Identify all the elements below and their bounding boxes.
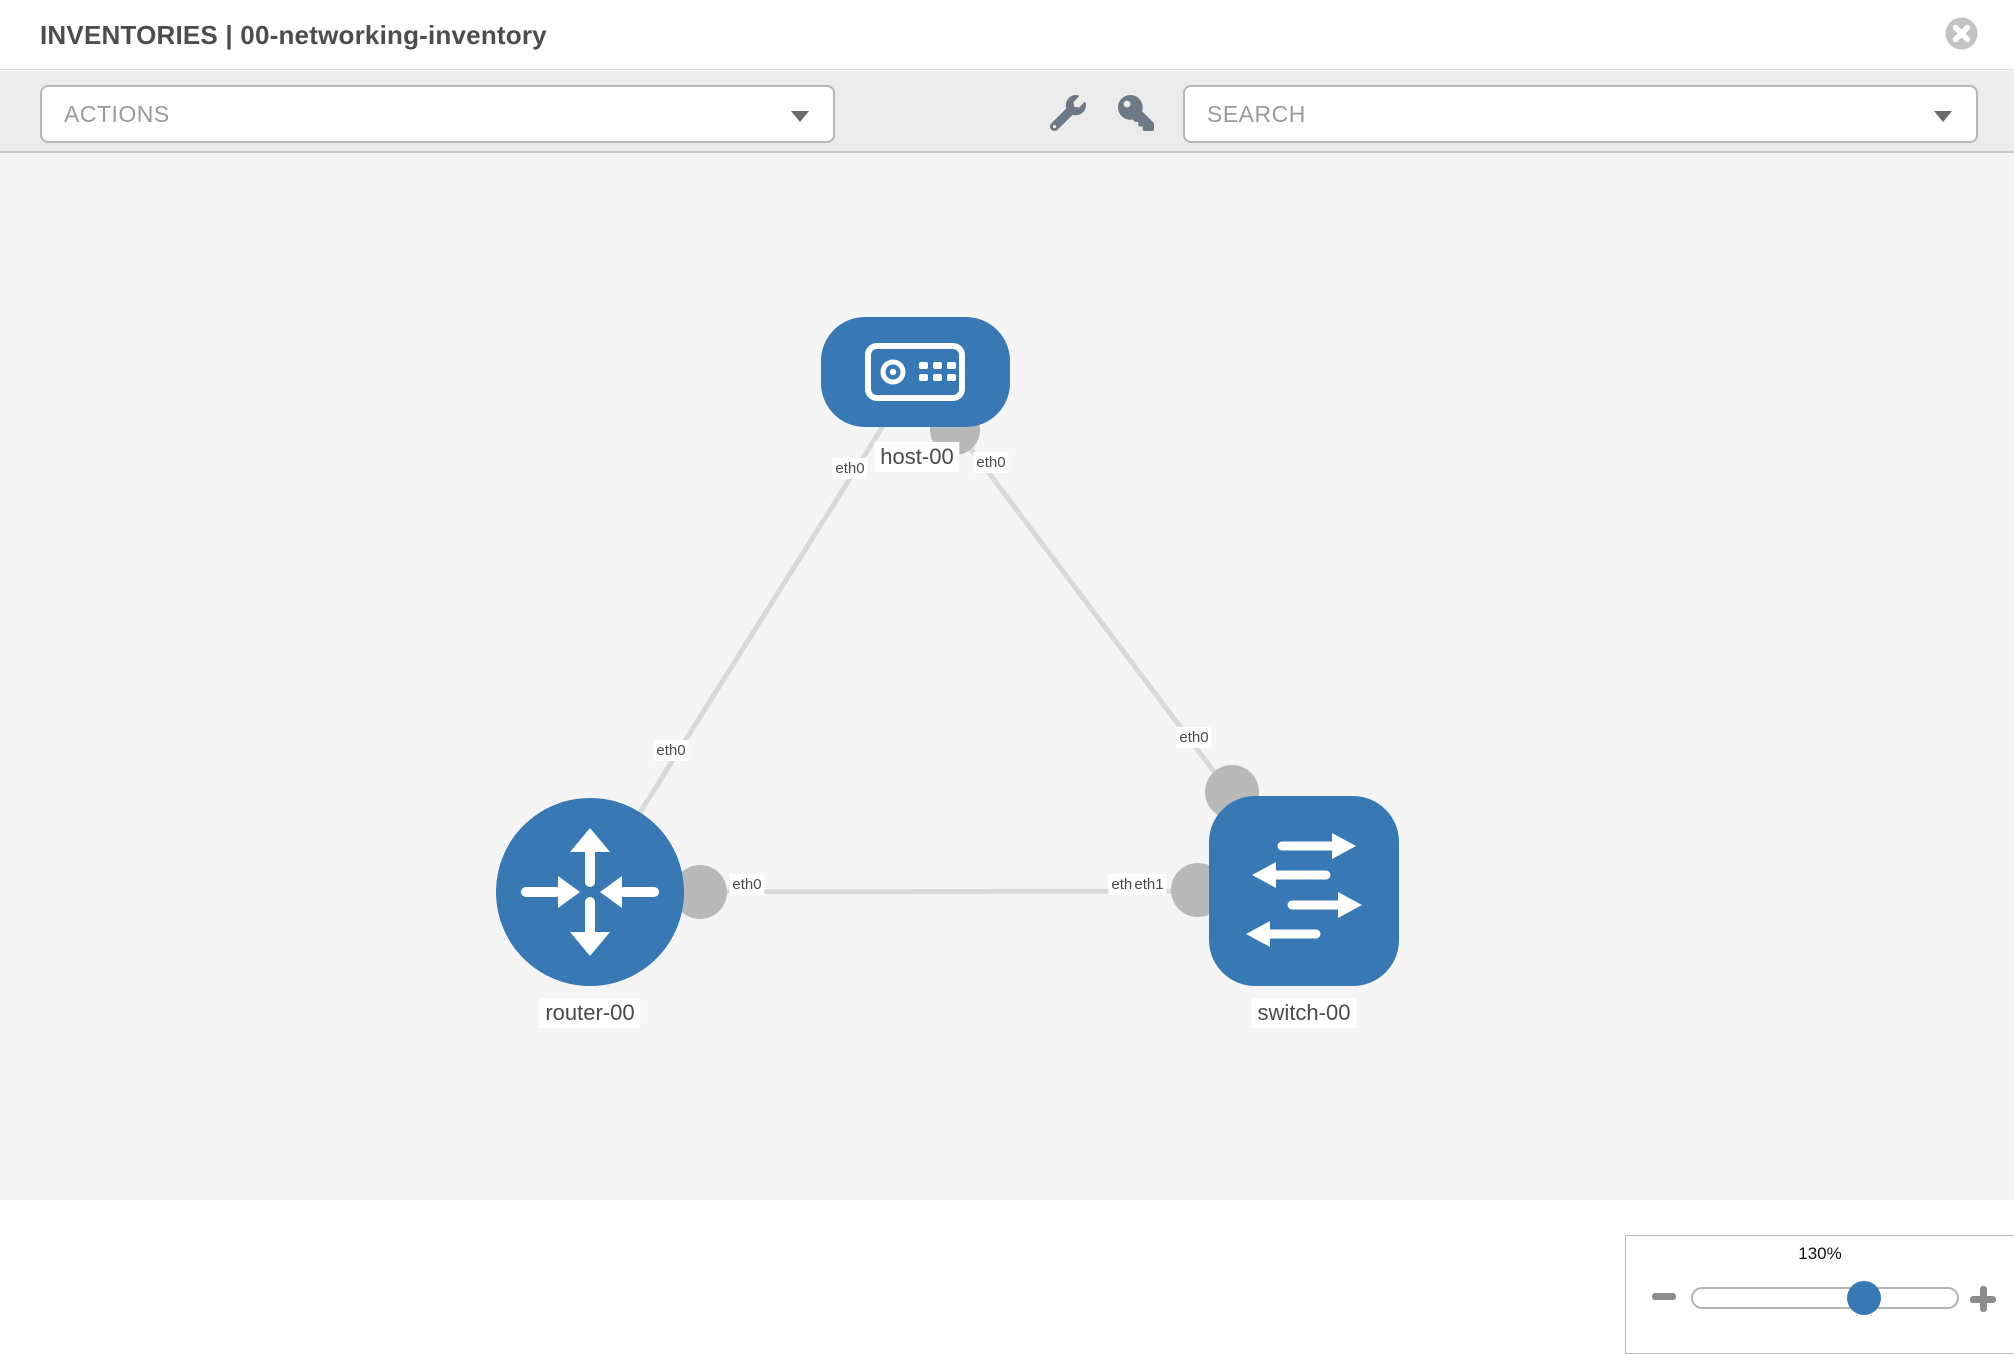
- iface-label-switch-left-over: eth1: [1131, 874, 1167, 895]
- node-switch[interactable]: [1209, 796, 1399, 986]
- toolbar: ACTIONS SEARCH: [0, 71, 2014, 153]
- wrench-icon: [1049, 95, 1086, 134]
- node-label-host: host-00: [874, 442, 960, 472]
- page-title: INVENTORIES | 00-networking-inventory: [40, 20, 547, 50]
- node-host[interactable]: [821, 317, 1010, 427]
- zoom-panel: 130%: [1625, 1235, 2014, 1354]
- switch-icon: [1246, 833, 1362, 947]
- actions-dropdown[interactable]: ACTIONS: [40, 85, 835, 143]
- zoom-in-button[interactable]: [1970, 1286, 1996, 1312]
- configure-button[interactable]: [1049, 95, 1087, 133]
- zoom-out-button[interactable]: [1652, 1293, 1676, 1300]
- key-icon: [1118, 95, 1154, 134]
- search-placeholder: SEARCH: [1207, 101, 1306, 127]
- connector-router-eth0[interactable]: [673, 865, 727, 919]
- node-router[interactable]: [496, 798, 684, 986]
- host-icon: [865, 343, 965, 401]
- chevron-down-icon: [1934, 111, 1952, 122]
- iface-label-host-right: eth0: [973, 452, 1009, 473]
- zoom-level-value: 130%: [1798, 1244, 1842, 1263]
- topology-graph: [496, 317, 1399, 986]
- iface-label-switch-top: eth0: [1176, 727, 1212, 748]
- chevron-down-icon: [791, 111, 809, 122]
- iface-label-host-left: eth0: [832, 458, 868, 479]
- search-dropdown[interactable]: SEARCH: [1183, 85, 1978, 143]
- iface-label-router-right: eth0: [729, 874, 765, 895]
- node-label-router: router-00: [539, 998, 641, 1028]
- actions-dropdown-label: ACTIONS: [64, 101, 170, 127]
- router-icon: [521, 828, 659, 956]
- zoom-slider-thumb[interactable]: [1847, 1281, 1881, 1315]
- window-titlebar: INVENTORIES | 00-networking-inventory: [0, 0, 2014, 70]
- node-label-switch: switch-00: [1251, 998, 1357, 1028]
- iface-label-router-top: eth0: [653, 740, 689, 761]
- close-icon: [1945, 17, 1978, 53]
- close-button[interactable]: [1945, 17, 1978, 50]
- zoom-slider-track[interactable]: [1691, 1287, 1959, 1309]
- topology-canvas[interactable]: eth0 eth0 eth0 eth0 eth0 eth0 eth1 host-…: [0, 153, 2014, 1354]
- credentials-button[interactable]: [1117, 95, 1155, 133]
